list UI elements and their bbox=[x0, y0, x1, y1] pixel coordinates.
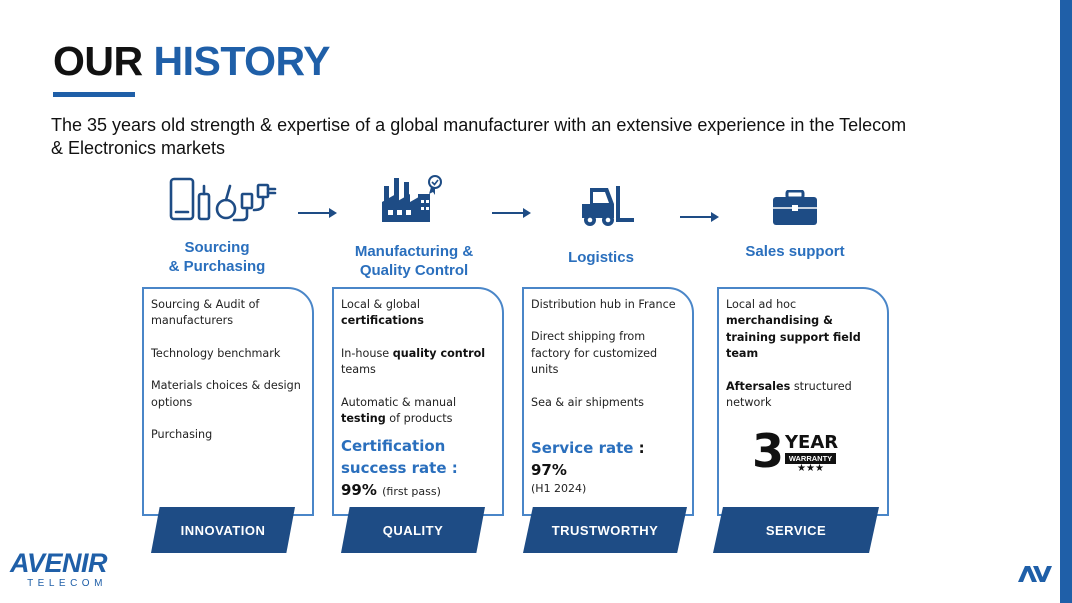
phone-accessories-icon bbox=[169, 177, 277, 222]
slide-subtitle: The 35 years old strength & expertise of… bbox=[51, 115, 907, 158]
banner-quality: QUALITY bbox=[341, 507, 485, 553]
flow-arrow-icon bbox=[492, 208, 531, 218]
corner-av-logo-icon bbox=[1018, 566, 1052, 582]
service-rate-kpi: Service rate : 97% bbox=[531, 439, 645, 480]
card-item: Purchasing bbox=[151, 428, 213, 442]
banner-service: SERVICE bbox=[713, 507, 879, 553]
slide-title: OUR HISTORY bbox=[53, 38, 331, 84]
heading-manufacturing-line2: Quality Control bbox=[359, 262, 469, 279]
forklift-icon bbox=[582, 186, 634, 226]
card-item: Sea & air shipments bbox=[531, 395, 645, 409]
avenir-telecom-logo: AVENIR TELECOM bbox=[10, 548, 110, 589]
title-word-our: OUR bbox=[53, 38, 143, 84]
card-item: In-house quality control teams bbox=[341, 346, 486, 377]
card-item: Automatic & manual testing of products bbox=[341, 395, 457, 426]
factory-icon bbox=[382, 175, 442, 222]
heading-manufacturing: Manufacturing & Quality Control bbox=[330, 242, 498, 280]
warranty-label: WARRANTY bbox=[785, 453, 836, 464]
heading-logistics: Logistics bbox=[568, 249, 634, 266]
card-item: Distribution hub in France bbox=[531, 298, 676, 311]
card-item: Local & global certifications bbox=[341, 298, 424, 328]
heading-sourcing-line2: & Purchasing bbox=[168, 258, 266, 275]
card-manufacturing: Local & global certifications In-house q… bbox=[332, 287, 504, 516]
card-item: Local ad hoc merchandising & training su… bbox=[726, 298, 861, 361]
title-underline bbox=[53, 92, 135, 97]
card-item: Aftersales structured network bbox=[726, 379, 852, 410]
card-item: Direct shipping from factory for customi… bbox=[531, 330, 658, 377]
card-sales-support: Local ad hoc merchandising & training su… bbox=[717, 287, 889, 516]
certification-rate-kpi: Certification success rate : 99% (first … bbox=[341, 437, 458, 500]
heading-sourcing-line1: Sourcing bbox=[184, 239, 250, 256]
card-item: Sourcing & Audit of manufacturers bbox=[151, 298, 260, 328]
briefcase-icon bbox=[773, 190, 817, 225]
logo-sub: TELECOM bbox=[27, 578, 107, 589]
card-item: Materials choices & design options bbox=[151, 379, 301, 409]
warranty-year: YEAR bbox=[785, 432, 839, 453]
warranty-badge: 3 YEAR WARRANTY ★★★ bbox=[752, 426, 840, 478]
flow-arrow-icon bbox=[298, 208, 337, 218]
logo-name: AVENIR bbox=[10, 548, 108, 578]
heading-sales-support: Sales support bbox=[745, 243, 845, 260]
banner-innovation: INNOVATION bbox=[151, 507, 295, 553]
heading-sourcing: Sourcing & Purchasing bbox=[140, 238, 294, 276]
card-sourcing: Sourcing & Audit of manufacturers Techno… bbox=[142, 287, 314, 516]
right-accent-bar bbox=[1060, 0, 1072, 603]
warranty-number: 3 bbox=[752, 424, 785, 478]
flow-arrow-icon bbox=[680, 212, 719, 222]
banner-trustworthy: TRUSTWORTHY bbox=[523, 507, 687, 553]
card-item: Technology benchmark bbox=[151, 346, 281, 360]
heading-manufacturing-line1: Manufacturing & bbox=[354, 243, 474, 260]
card-logistics: Distribution hub in France Direct shippi… bbox=[522, 287, 694, 516]
service-rate-note: (H1 2024) bbox=[531, 482, 587, 496]
title-word-history: HISTORY bbox=[153, 38, 331, 84]
warranty-stars: ★★★ bbox=[797, 463, 824, 474]
